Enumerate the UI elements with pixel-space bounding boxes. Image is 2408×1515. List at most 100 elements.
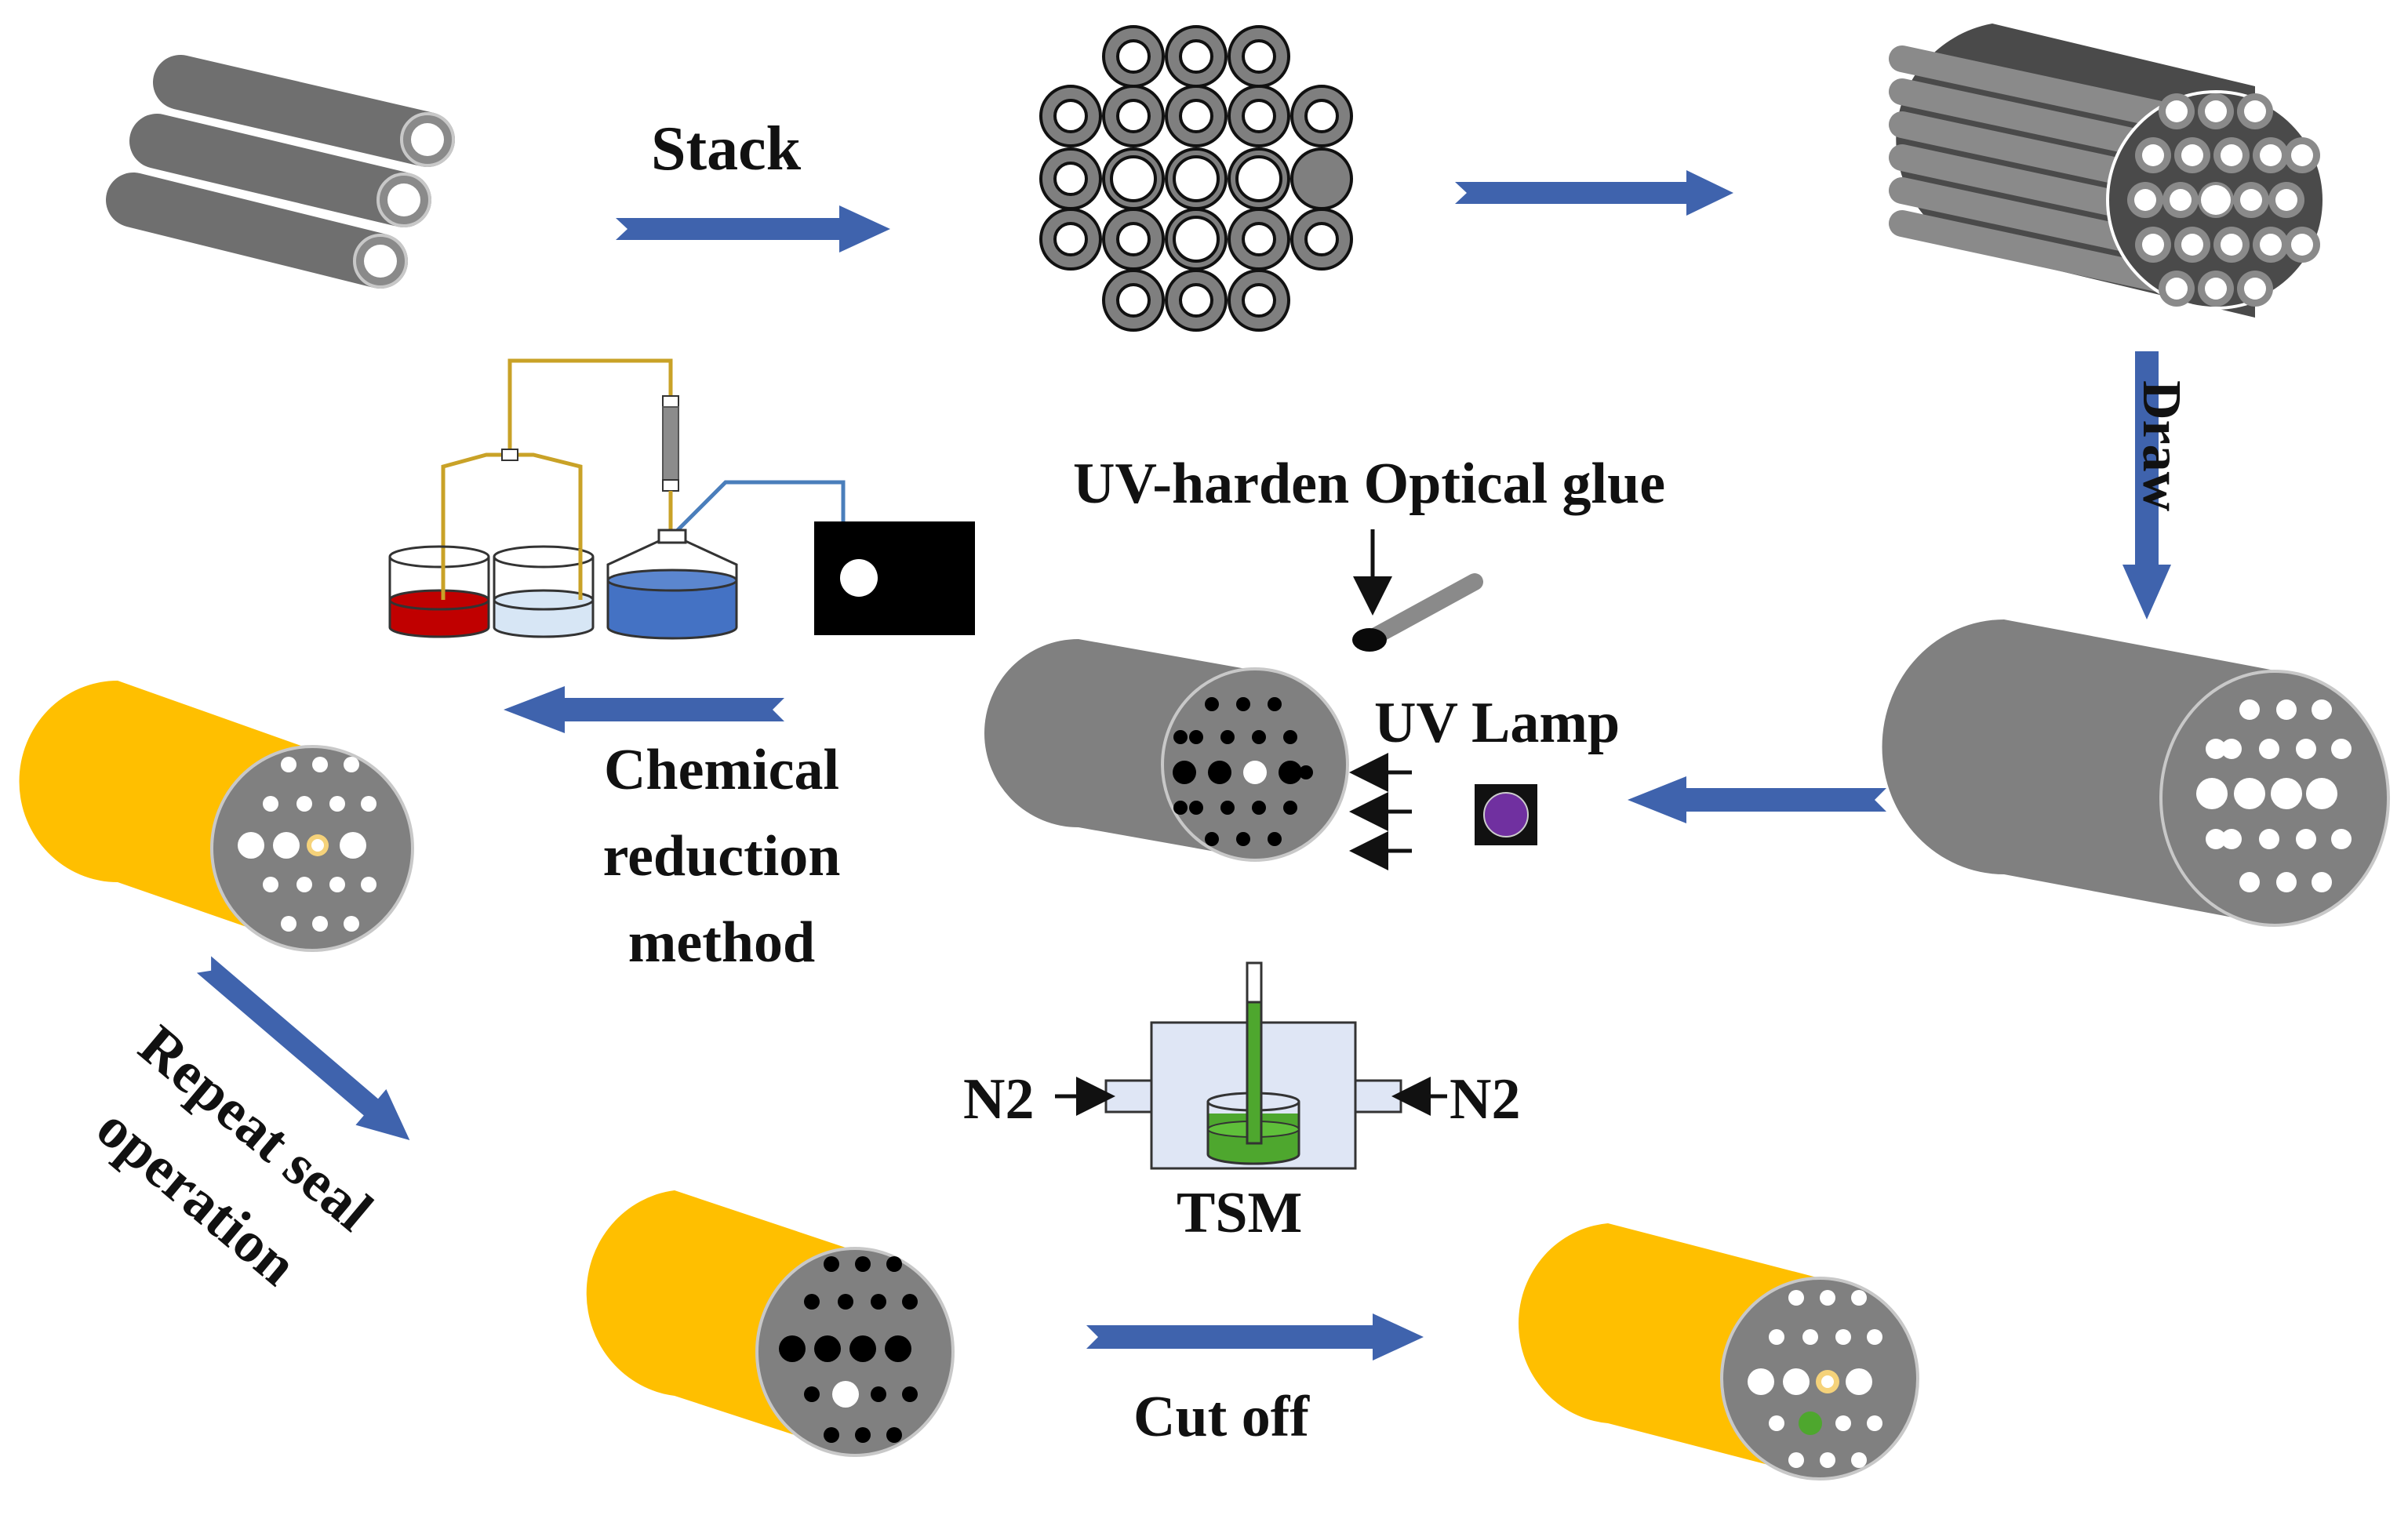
- fiber-hole: [1851, 1290, 1867, 1306]
- fiber-hole: [2271, 778, 2302, 809]
- fiber-hole: [361, 796, 376, 812]
- fiber-hole: [1835, 1329, 1851, 1345]
- fiber-hole: [2312, 872, 2332, 892]
- sealed-hole: [1283, 801, 1297, 815]
- beaker-red: [388, 545, 490, 638]
- sealed-hole: [804, 1294, 820, 1310]
- dipped-fiber: [1246, 1001, 1263, 1145]
- stack-capillary-hole: [1242, 283, 1276, 318]
- fiber-hole: [312, 757, 328, 772]
- rod-hole: [364, 245, 397, 278]
- uv-light-arrows: [1349, 753, 1412, 870]
- stack-capillary-hole: [1116, 99, 1151, 133]
- glue-drop-icon: [1352, 628, 1387, 652]
- fiber-hole: [2296, 829, 2316, 849]
- sealed-hole: [1236, 697, 1250, 711]
- fiber-hole: [1867, 1329, 1882, 1345]
- fiber-hole: [263, 796, 278, 812]
- preform-hole: [2221, 234, 2242, 256]
- fiber-hole: [312, 916, 328, 932]
- preform-hole: [2166, 100, 2188, 122]
- preform-hole: [2181, 234, 2203, 256]
- stack-capillary-hole: [1053, 222, 1088, 256]
- fiber-under-uv-sealing: [984, 639, 1349, 862]
- fiber-hole: [296, 877, 312, 892]
- stack-capillary-hole: [1242, 39, 1276, 74]
- sealed-hole: [1243, 761, 1267, 784]
- fiber-hole: [2312, 699, 2332, 720]
- preform-hole: [2244, 100, 2266, 122]
- gold-hole-core: [311, 839, 324, 852]
- stack-capillary: [1290, 147, 1353, 210]
- stack-capillary-hole: [1173, 155, 1220, 202]
- detector-screen: [814, 521, 975, 635]
- sealed-hole: [1189, 801, 1203, 815]
- sealed-hole: [871, 1386, 886, 1402]
- sealed-hole: [855, 1427, 871, 1443]
- fiber-hole: [2259, 829, 2279, 849]
- sealed-hole: [849, 1335, 876, 1362]
- fiber-hole: [1851, 1452, 1867, 1468]
- stack-capillary-hole: [1116, 283, 1151, 318]
- preform-hole: [2291, 234, 2313, 256]
- preform-hole: [2201, 185, 2231, 215]
- fiber-hole: [1835, 1415, 1851, 1431]
- fiber-hole: [1788, 1452, 1804, 1468]
- sealed-hole: [838, 1294, 853, 1310]
- fiber-hole: [2239, 699, 2260, 720]
- sealed-hole: [1208, 761, 1231, 784]
- fiber-hole: [2331, 829, 2352, 849]
- fiber-hole: [296, 796, 312, 812]
- stack-arrow: [616, 205, 890, 252]
- fiber-hole: [2206, 829, 2226, 849]
- sealed-hole: [832, 1381, 859, 1408]
- preform-hole: [2240, 189, 2262, 211]
- fiber-hole: [1820, 1452, 1835, 1468]
- stack-capillary-hole: [1053, 99, 1088, 133]
- uv-to-chemical-arrow: [504, 686, 784, 733]
- preform-hole: [2260, 144, 2282, 166]
- stack-capillary-hole: [1116, 39, 1151, 74]
- sealed-hole: [1189, 730, 1203, 744]
- stack-capillary-hole: [1304, 222, 1339, 256]
- cut-off-arrow: [1086, 1313, 1424, 1361]
- sealed-hole: [824, 1427, 839, 1443]
- fiber-hole: [361, 877, 376, 892]
- fiber-hole: [2276, 699, 2297, 720]
- sealed-hole: [1205, 832, 1219, 846]
- fiber-hole: [1820, 1290, 1835, 1306]
- glue-needle: [1366, 573, 1483, 645]
- sealed-hole: [1173, 730, 1188, 744]
- fiber-hole: [1769, 1415, 1784, 1431]
- fiber-hole: [344, 916, 359, 932]
- gold-coated-fiber: [19, 681, 414, 952]
- sealed-hole: [1252, 730, 1266, 744]
- sealed-hole: [1279, 761, 1302, 784]
- fiber-hole: [281, 916, 296, 932]
- capillary-rod: [129, 114, 431, 227]
- chemical-reduction-apparatus: [388, 358, 975, 640]
- sealed-hole: [902, 1294, 918, 1310]
- preform-hole: [2221, 144, 2242, 166]
- sealed-hole: [779, 1335, 806, 1362]
- stack-capillary-hole: [1179, 99, 1213, 133]
- tube-gold-top: [507, 358, 673, 455]
- fiber-hole: [1788, 1290, 1804, 1306]
- preform-hole: [2205, 100, 2227, 122]
- glue-applicator: [1352, 529, 1483, 652]
- sealed-hole: [902, 1386, 918, 1402]
- gold-hole-core: [1821, 1375, 1834, 1388]
- preform-rod: [1889, 45, 2170, 127]
- sealed-hole: [1268, 832, 1282, 846]
- preform-bundle: [1889, 24, 2326, 318]
- beaker-light-blue: [493, 545, 595, 638]
- sealed-hole: [1283, 730, 1297, 744]
- stack-capillary-hole: [1179, 283, 1213, 318]
- preform-hole: [2142, 234, 2164, 256]
- sealed-hole: [871, 1294, 886, 1310]
- fiber-hole: [329, 877, 345, 892]
- preform-hole: [2291, 144, 2313, 166]
- preform-rod: [1889, 210, 2170, 292]
- fiber-hole: [344, 757, 359, 772]
